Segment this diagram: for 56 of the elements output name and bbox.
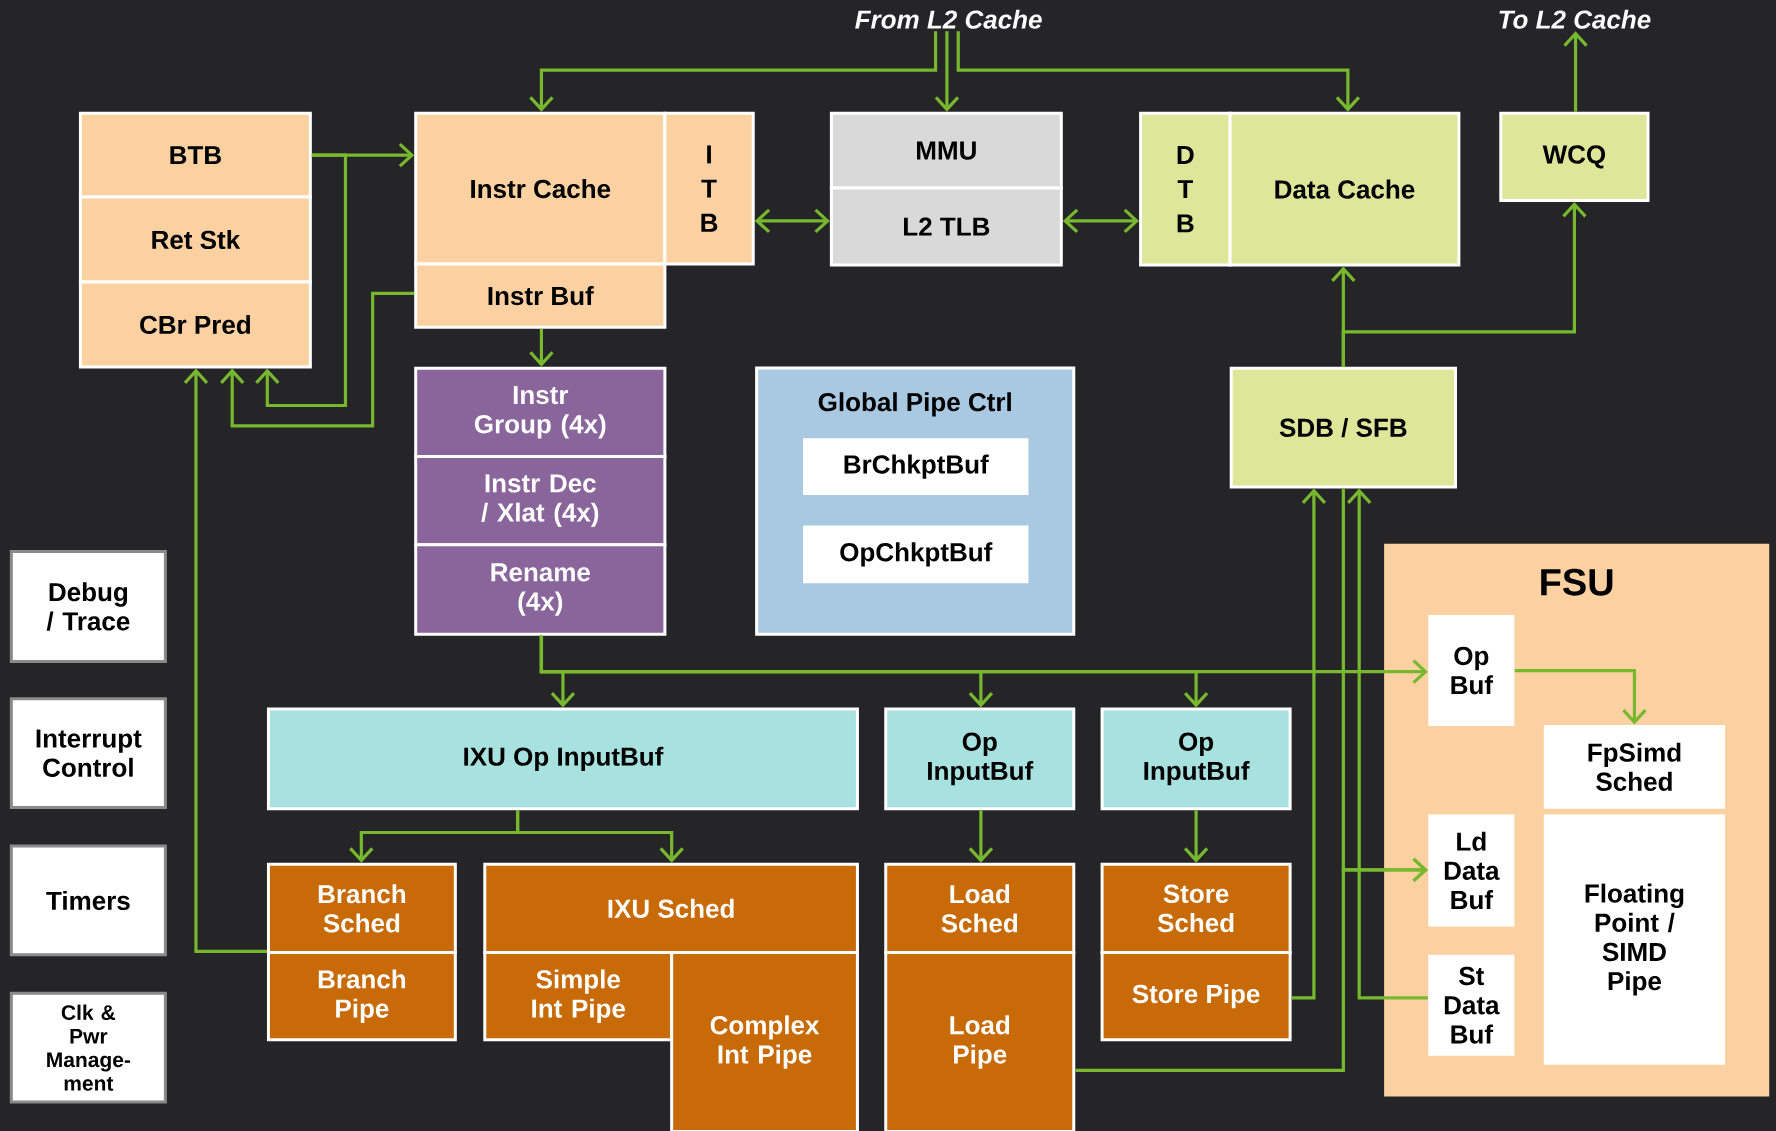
io-label: From L2 Cache [855, 9, 1042, 29]
arrow [1341, 202, 1587, 367]
arrow [529, 31, 938, 112]
unit-box: CBr Pred [78, 280, 312, 369]
arrow [1291, 488, 1327, 1000]
arrow [934, 31, 960, 112]
unit-box: Store Sched [1100, 862, 1292, 955]
unit-box: Load Sched [884, 862, 1076, 955]
arrow [1183, 810, 1209, 863]
unit-box: Ret Stk [78, 195, 312, 284]
unit-box: Op Buf [1428, 615, 1515, 727]
unit-box: MMU [829, 111, 1063, 190]
arrow [1341, 488, 1428, 883]
unit-box: Floating Point / SIMD Pipe [1543, 814, 1726, 1065]
unit-box: OpChkptBuf [803, 525, 1029, 584]
unit-box: Op InputBuf [1100, 707, 1292, 811]
io-label: To L2 Cache [1499, 9, 1651, 29]
arrow [255, 153, 348, 408]
arrow [1347, 488, 1428, 1000]
unit-box: Store Pipe [1100, 951, 1292, 1042]
arrow [1563, 31, 1588, 112]
unit-box: I T B [663, 111, 755, 266]
unit-box: St Data Buf [1428, 954, 1515, 1056]
unit-box: FpSimd Sched [1543, 724, 1726, 809]
unit-box: Branch Pipe [266, 951, 457, 1042]
arrow [220, 291, 415, 428]
arrow [516, 810, 684, 863]
unit-box: Complex Int Pipe [670, 951, 859, 1131]
unit-box: Op InputBuf [884, 707, 1076, 811]
unit-box: Instr Group (4x) [414, 366, 667, 458]
unit-box: Timers [9, 844, 167, 957]
unit-box: BTB [78, 111, 312, 199]
arrow [956, 31, 1361, 112]
unit-box: IXU Op InputBuf [266, 707, 859, 811]
double-arrow [1062, 208, 1140, 234]
unit-box: SDB / SFB [1229, 366, 1457, 489]
unit-box: Rename (4x) [414, 543, 667, 636]
unit-box: Instr Dec / Xlat (4x) [414, 454, 667, 547]
double-arrow [754, 208, 830, 234]
arrow [539, 635, 1428, 684]
unit-box: WCQ [1499, 111, 1650, 202]
arrow [183, 368, 267, 954]
arrow [1514, 668, 1647, 725]
unit-box: Ld Data Buf [1428, 814, 1515, 927]
unit-box: Clk & Pwr Manage-ment [9, 991, 167, 1104]
unit-box: Interrupt Control [9, 697, 167, 810]
unit-box: Debug / Trace [9, 550, 167, 663]
unit-box: Instr Buf [414, 262, 667, 329]
unit-box: L2 TLB [829, 186, 1063, 267]
arrow [968, 810, 994, 863]
unit-box: D T B [1139, 111, 1232, 267]
arrow [529, 328, 554, 367]
unit-box: BrChkptBuf [803, 438, 1029, 495]
unit-box: Load Pipe [884, 951, 1076, 1131]
unit-box: Simple Int Pipe [483, 951, 674, 1042]
unit-box: Branch Sched [266, 862, 457, 955]
